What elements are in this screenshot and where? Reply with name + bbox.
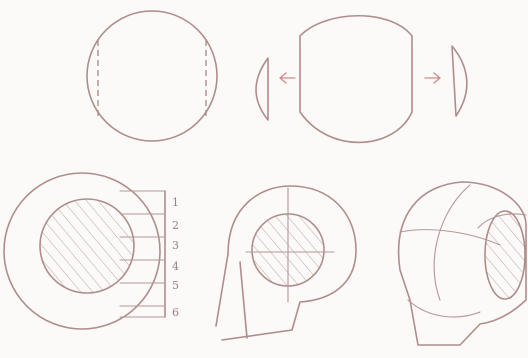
left-slice — [256, 58, 268, 120]
scale-label-2: 2 — [172, 219, 179, 232]
three-quarter-head — [399, 182, 526, 345]
sphere-with-jaw — [216, 186, 356, 340]
jaw-front-line — [216, 254, 228, 326]
scale-label-3: 3 — [172, 239, 179, 252]
right-arrow — [425, 73, 440, 83]
scale-label-6: 6 — [172, 306, 179, 319]
scale-label-1: 1 — [172, 196, 179, 209]
jaw-inner-line — [240, 262, 247, 338]
cheek-line — [408, 300, 480, 317]
centre-line — [434, 185, 470, 300]
side-view-proportions: 1 2 3 4 5 6 — [4, 173, 179, 329]
cranium-circle — [87, 11, 217, 141]
scale-label-4: 4 — [172, 260, 179, 273]
scale-label-5: 5 — [172, 279, 179, 292]
sphere-sides-removed — [256, 16, 467, 143]
right-slice — [452, 46, 467, 116]
cut-sphere-outline — [300, 16, 412, 143]
left-arrow — [280, 73, 295, 83]
sphere-with-side-planes — [87, 11, 217, 141]
